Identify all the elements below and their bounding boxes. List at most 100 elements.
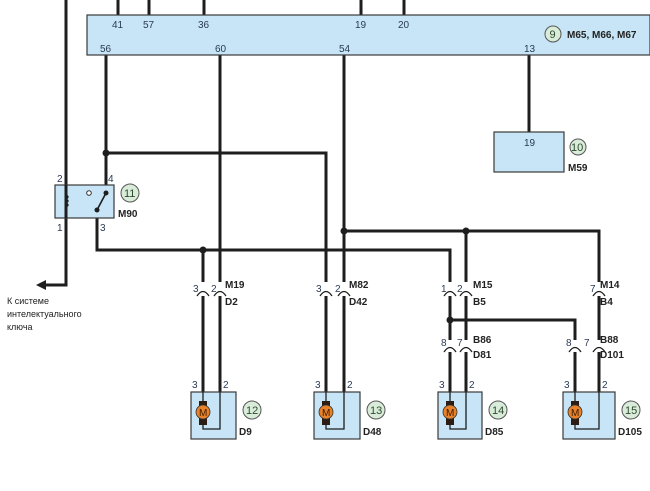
arrow-left-icon	[36, 280, 46, 290]
pin-label: 19	[524, 138, 536, 149]
pin-label: 2	[469, 380, 475, 391]
connector-label: D81	[473, 350, 492, 361]
connector-m19-d2: 3 2 M19 D2	[193, 280, 245, 308]
motor-label: D85	[485, 427, 504, 438]
connector-label: M19	[225, 280, 245, 291]
wire-relay-pin3	[95, 210, 452, 282]
motor-icon	[567, 404, 583, 420]
unit-label: M90	[118, 209, 138, 220]
wire-pin-54	[342, 55, 601, 282]
pin-label: 36	[198, 20, 210, 31]
callout-badge	[621, 400, 641, 420]
unit-label: M65, M66, M67	[567, 30, 637, 41]
motor-housing	[562, 391, 616, 440]
callout-number: 13	[370, 405, 382, 417]
note-line: интелектуального	[7, 309, 82, 319]
connector-m14-b4: 7 M14 B4	[590, 280, 620, 308]
pin-label: 3	[193, 284, 199, 295]
connector-label: D42	[349, 297, 368, 308]
pin-label: 2	[602, 380, 608, 391]
pin-label: 2	[223, 380, 229, 391]
callout-badge	[366, 400, 386, 420]
callout-badge	[120, 183, 140, 203]
coil-icon	[64, 194, 69, 208]
callout-number: 10	[571, 142, 583, 154]
callout-number: 14	[492, 405, 504, 417]
connector-label: B5	[473, 297, 486, 308]
motor-label: D48	[363, 427, 382, 438]
unit-m59: 19 10 M59	[493, 131, 588, 174]
connector-label: D101	[600, 350, 624, 361]
callout-badge	[488, 400, 508, 420]
pin-label: 54	[339, 44, 351, 55]
pin-label: 41	[112, 20, 124, 31]
pin-label: 8	[566, 338, 572, 349]
motor-symbol: M	[571, 408, 579, 419]
motor-symbol: M	[446, 408, 454, 419]
connector-label: B4	[600, 297, 613, 308]
pin-label: 2	[211, 284, 217, 295]
connector-m82-d42: 3 2 M82 D42	[316, 280, 369, 308]
pin-label: 1	[441, 284, 447, 295]
motor-housing	[190, 391, 237, 440]
wire-pin-56	[104, 55, 328, 282]
callout-number: 9	[550, 29, 556, 41]
pin-label: 7	[457, 338, 463, 349]
motor-icon	[195, 404, 211, 420]
connector-label: B88	[600, 335, 619, 346]
connector-label: M82	[349, 280, 369, 291]
callout-badge	[242, 400, 262, 420]
motor-label: D9	[239, 427, 252, 438]
contact-icon	[86, 190, 92, 196]
relay-m90: 2 4 1 3 11 M90	[54, 174, 140, 234]
note-line: К системе	[7, 296, 49, 306]
note-line: ключа	[7, 322, 33, 332]
pin-label: 3	[316, 284, 322, 295]
connector-label: M14	[600, 280, 620, 291]
pin-label: 56	[100, 44, 112, 55]
pin-label: 3	[439, 380, 445, 391]
junction-dot	[340, 227, 348, 235]
connector-b88-d101: 8 7 B88 D101	[566, 335, 624, 361]
callout-badge	[544, 25, 562, 43]
pin-label: 1	[57, 223, 63, 234]
pin-label: 13	[524, 44, 536, 55]
callout-badge	[569, 138, 587, 156]
pin-label: 3	[315, 380, 321, 391]
unit-label: M59	[568, 163, 588, 174]
pin-label: 2	[335, 284, 341, 295]
main-unit-m65: 41 57 36 19 20 56 60 54 13 9 M65, M66, M…	[86, 14, 650, 56]
pin-label: 2	[57, 174, 63, 185]
connector-b86-d81: 8 7 B86 D81	[441, 335, 492, 361]
pin-label: 8	[441, 338, 447, 349]
pin-label: 4	[108, 174, 114, 185]
pin-label: 3	[100, 223, 106, 234]
motor-icon	[442, 404, 458, 420]
motor-symbol: M	[322, 408, 330, 419]
motor-icon	[318, 404, 334, 420]
pin-label: 57	[143, 20, 155, 31]
callout-number: 15	[625, 405, 637, 417]
wire-b5-to-b88	[450, 318, 577, 340]
junction-dot	[462, 227, 470, 235]
pin-label: 7	[584, 338, 590, 349]
connector-arcs	[196, 290, 606, 353]
pin-label: 20	[398, 20, 410, 31]
pin-label: 19	[355, 20, 367, 31]
pin-label: 3	[192, 380, 198, 391]
junction-dot	[102, 149, 110, 157]
connector-label: B86	[473, 335, 492, 346]
pin-label: 2	[457, 284, 463, 295]
pin-label: 7	[590, 284, 596, 295]
callout-number: 11	[124, 188, 135, 200]
connector-label: D2	[225, 297, 238, 308]
callout-number: 12	[246, 405, 258, 417]
switch-icon	[96, 192, 107, 211]
note-smart-key: К системе интелектуального ключа	[7, 296, 82, 332]
connector-m15-b5: 1 2 M15 B5	[441, 280, 493, 308]
